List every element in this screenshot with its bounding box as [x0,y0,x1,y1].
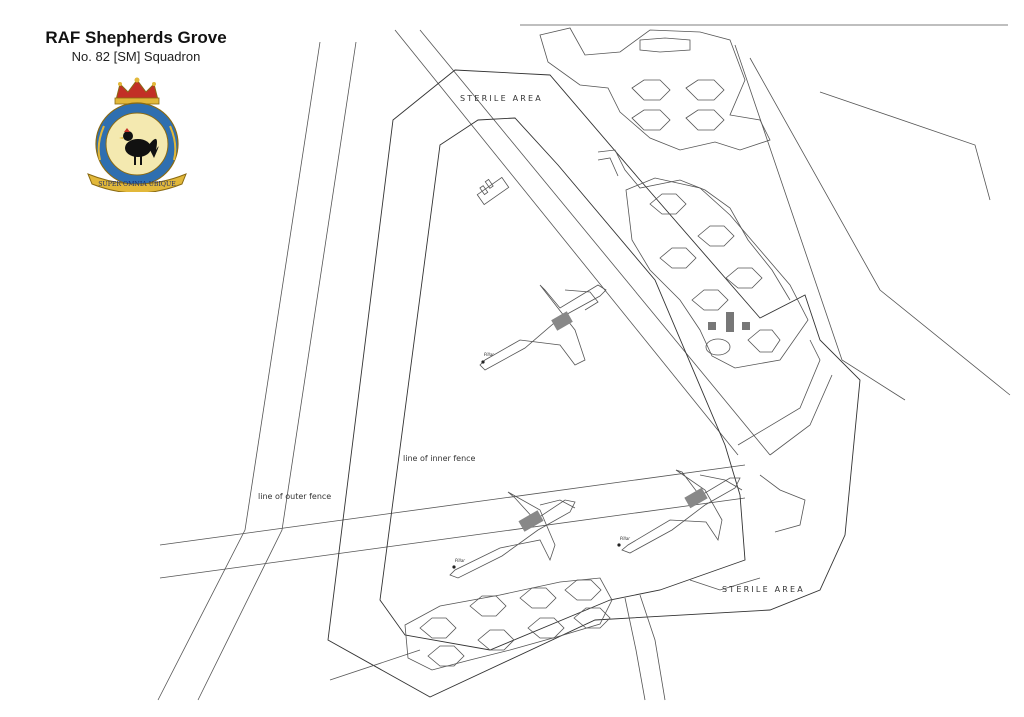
crown-icon [114,77,160,105]
pillar-label-1: Pillar [484,352,494,357]
guard-house [476,176,510,206]
squadron-crest: SUPER OMNIA UBIQUE [87,77,187,192]
rooster-icon [119,128,159,165]
sterile-area-label-north: STERILE AREA [460,94,543,103]
outer-roads [157,24,1011,701]
crest-motto: SUPER OMNIA UBIQUE [98,181,176,188]
inner-fence-line [379,117,746,651]
launch-emplacement-southwest [449,491,576,579]
pillars: Pillar Pillar Pillar [452,352,630,569]
pillar-label-3: Pillar [620,536,630,541]
outer-fence-line [327,69,861,698]
pillar-marker-2 [452,565,456,569]
taxiways [329,339,833,701]
dispersal-pads-east [625,177,809,369]
inner-fence-label: line of inner fence [403,454,476,463]
pillar-marker-3 [617,543,621,547]
launch-emplacement-central [479,284,607,371]
dispersal-pads-south [404,577,613,671]
outer-fence-label: line of outer fence [258,492,331,501]
launch-emplacement-southeast [621,469,743,554]
pillar-marker-1 [481,360,485,364]
dispersal-pads-north [539,27,791,301]
control-buildings [708,312,750,332]
map-subtitle: No. 82 [SM] Squadron [71,49,201,64]
pillar-label-2: Pillar [455,558,465,563]
laurel-icon [97,125,177,161]
sterile-area-label-south: STERILE AREA [722,585,805,594]
map-title: RAF Shepherds Grove [45,28,227,47]
motto-scroll: SUPER OMNIA UBIQUE [87,173,187,192]
